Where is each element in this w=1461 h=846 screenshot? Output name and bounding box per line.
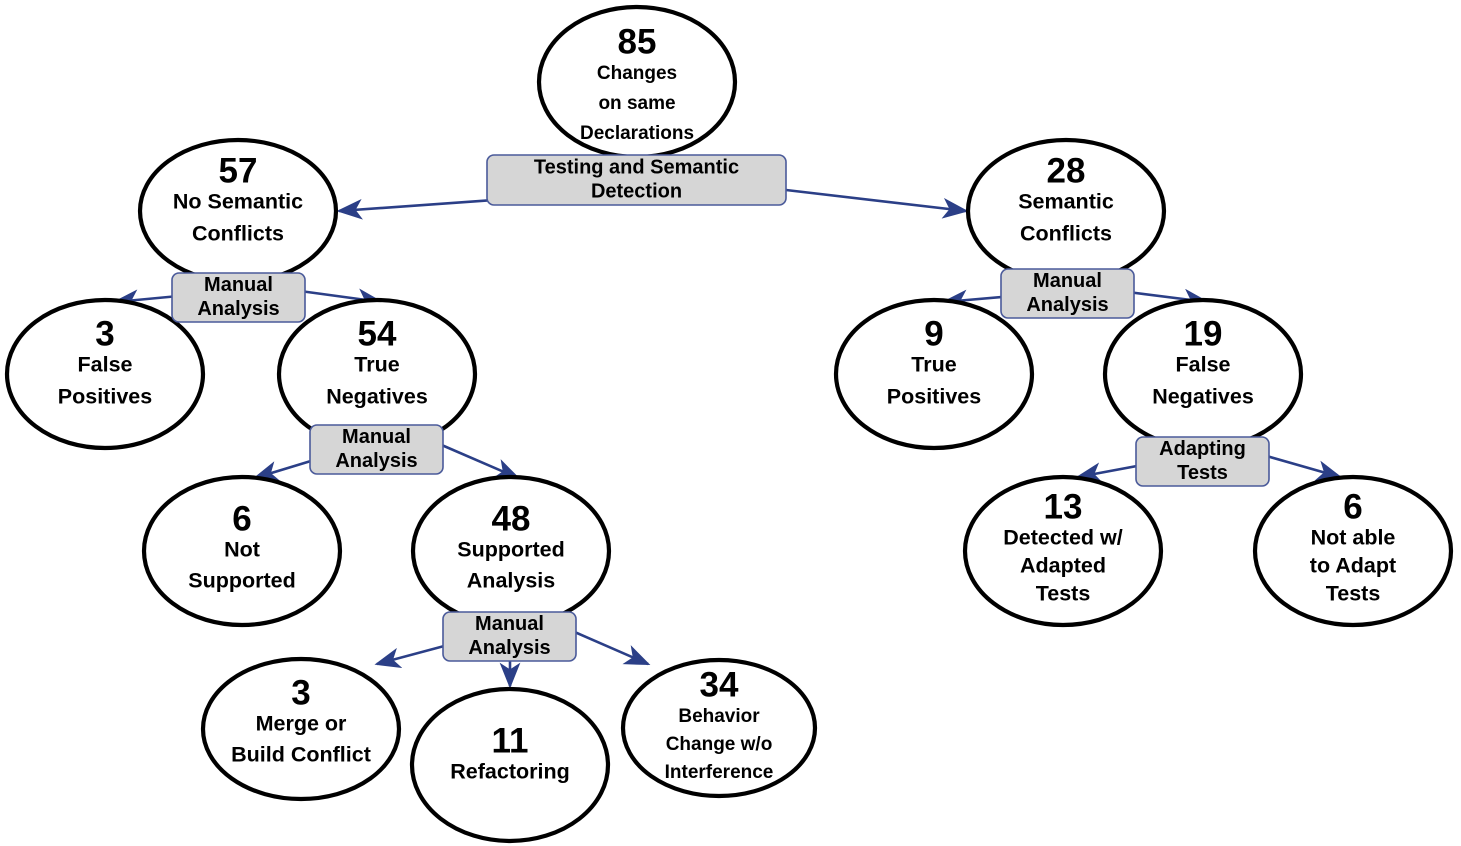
node-count: 3 <box>291 673 310 712</box>
edge-label-text: Analysis <box>197 298 279 320</box>
node-count: 48 <box>492 499 531 538</box>
node-label-line: Refactoring <box>450 760 569 784</box>
node-count: 13 <box>1044 487 1083 526</box>
node-count: 6 <box>1343 487 1362 526</box>
node-label-line: Detected w/ <box>1003 526 1123 550</box>
node-label-line: Changes <box>597 63 677 84</box>
edge-label-text: Analysis <box>335 450 417 472</box>
edge-label-box <box>309 424 444 475</box>
edge-true-negatives-to-supported-analysis <box>436 441 521 480</box>
edge-label-text: Analysis <box>1026 294 1108 316</box>
node-label-line: to Adapt <box>1310 554 1396 578</box>
node-label-line: Declarations <box>580 123 694 144</box>
edge-label-text: Testing and Semantic <box>534 156 739 178</box>
node-label-line: Not <box>224 538 260 562</box>
edge-labels-layer: Testing and SemanticDetectionManualAnaly… <box>171 154 1270 662</box>
edge-label-box <box>1135 436 1270 487</box>
node-count: 28 <box>1047 151 1086 190</box>
node-label-line: on same <box>598 93 675 114</box>
edge-label-box <box>442 611 577 662</box>
node-label-line: Interference <box>665 762 774 783</box>
node-count: 85 <box>618 22 657 61</box>
node-shape <box>620 657 818 799</box>
node-label-line: True <box>354 353 399 377</box>
node-shape <box>962 474 1164 628</box>
edge-label-text: Manual <box>342 426 411 448</box>
edge-label-box <box>171 272 306 323</box>
node-count: 54 <box>358 314 397 353</box>
node-label-line: Merge or <box>256 712 347 736</box>
node-label-line: Not able <box>1311 526 1396 550</box>
edge-label-text: Tests <box>1177 462 1228 484</box>
edge-label-box <box>486 154 787 206</box>
node-count: 57 <box>219 151 258 190</box>
node-label-line: Supported <box>188 569 296 593</box>
node-count: 6 <box>232 499 251 538</box>
node-count: 3 <box>95 314 114 353</box>
node-label-line: False <box>78 353 133 377</box>
node-label-line: Positives <box>58 385 152 409</box>
node-label-line: Build Conflict <box>231 743 371 767</box>
edge-label-text: Manual <box>204 274 273 296</box>
node-shape <box>141 474 343 628</box>
node-label-line: Semantic <box>1018 190 1114 214</box>
node-label-line: Behavior <box>678 706 760 727</box>
node-count: 34 <box>700 665 739 704</box>
node-shape <box>200 656 402 802</box>
node-label-line: Change w/o <box>666 734 773 755</box>
edge-supported-analysis-to-behavior-change <box>569 628 651 666</box>
node-label-line: Conflicts <box>1020 222 1112 246</box>
edge-label-text: Manual <box>475 613 544 635</box>
node-label-line: Positives <box>887 385 981 409</box>
node-label-line: Adapted <box>1020 554 1106 578</box>
node-shape <box>833 297 1035 451</box>
node-shape <box>4 297 206 451</box>
node-shape <box>409 686 611 844</box>
node-label-line: False <box>1176 353 1231 377</box>
node-label-line: Supported <box>457 538 565 562</box>
edge-false-negatives-to-not-able <box>1262 453 1343 481</box>
node-count: 11 <box>492 721 529 760</box>
edge-label-text: Analysis <box>468 637 550 659</box>
node-count: 9 <box>924 314 943 353</box>
node-label-line: Conflicts <box>192 222 284 246</box>
edge-label-text: Adapting <box>1159 438 1246 460</box>
node-label-line: Tests <box>1326 582 1381 606</box>
node-label-line: Tests <box>1036 582 1091 606</box>
node-shape <box>1252 474 1454 628</box>
node-label-line: Negatives <box>1152 385 1254 409</box>
node-label-line: Negatives <box>326 385 428 409</box>
edge-label-text: Manual <box>1033 270 1102 292</box>
node-label-line: Analysis <box>467 569 555 593</box>
edge-label-box <box>1000 268 1135 319</box>
edge-root-to-semantic-conflicts <box>785 188 969 219</box>
node-count: 19 <box>1184 314 1223 353</box>
node-label-line: No Semantic <box>173 190 303 214</box>
edge-label-text: Detection <box>591 180 682 202</box>
node-label-line: True <box>911 353 956 377</box>
